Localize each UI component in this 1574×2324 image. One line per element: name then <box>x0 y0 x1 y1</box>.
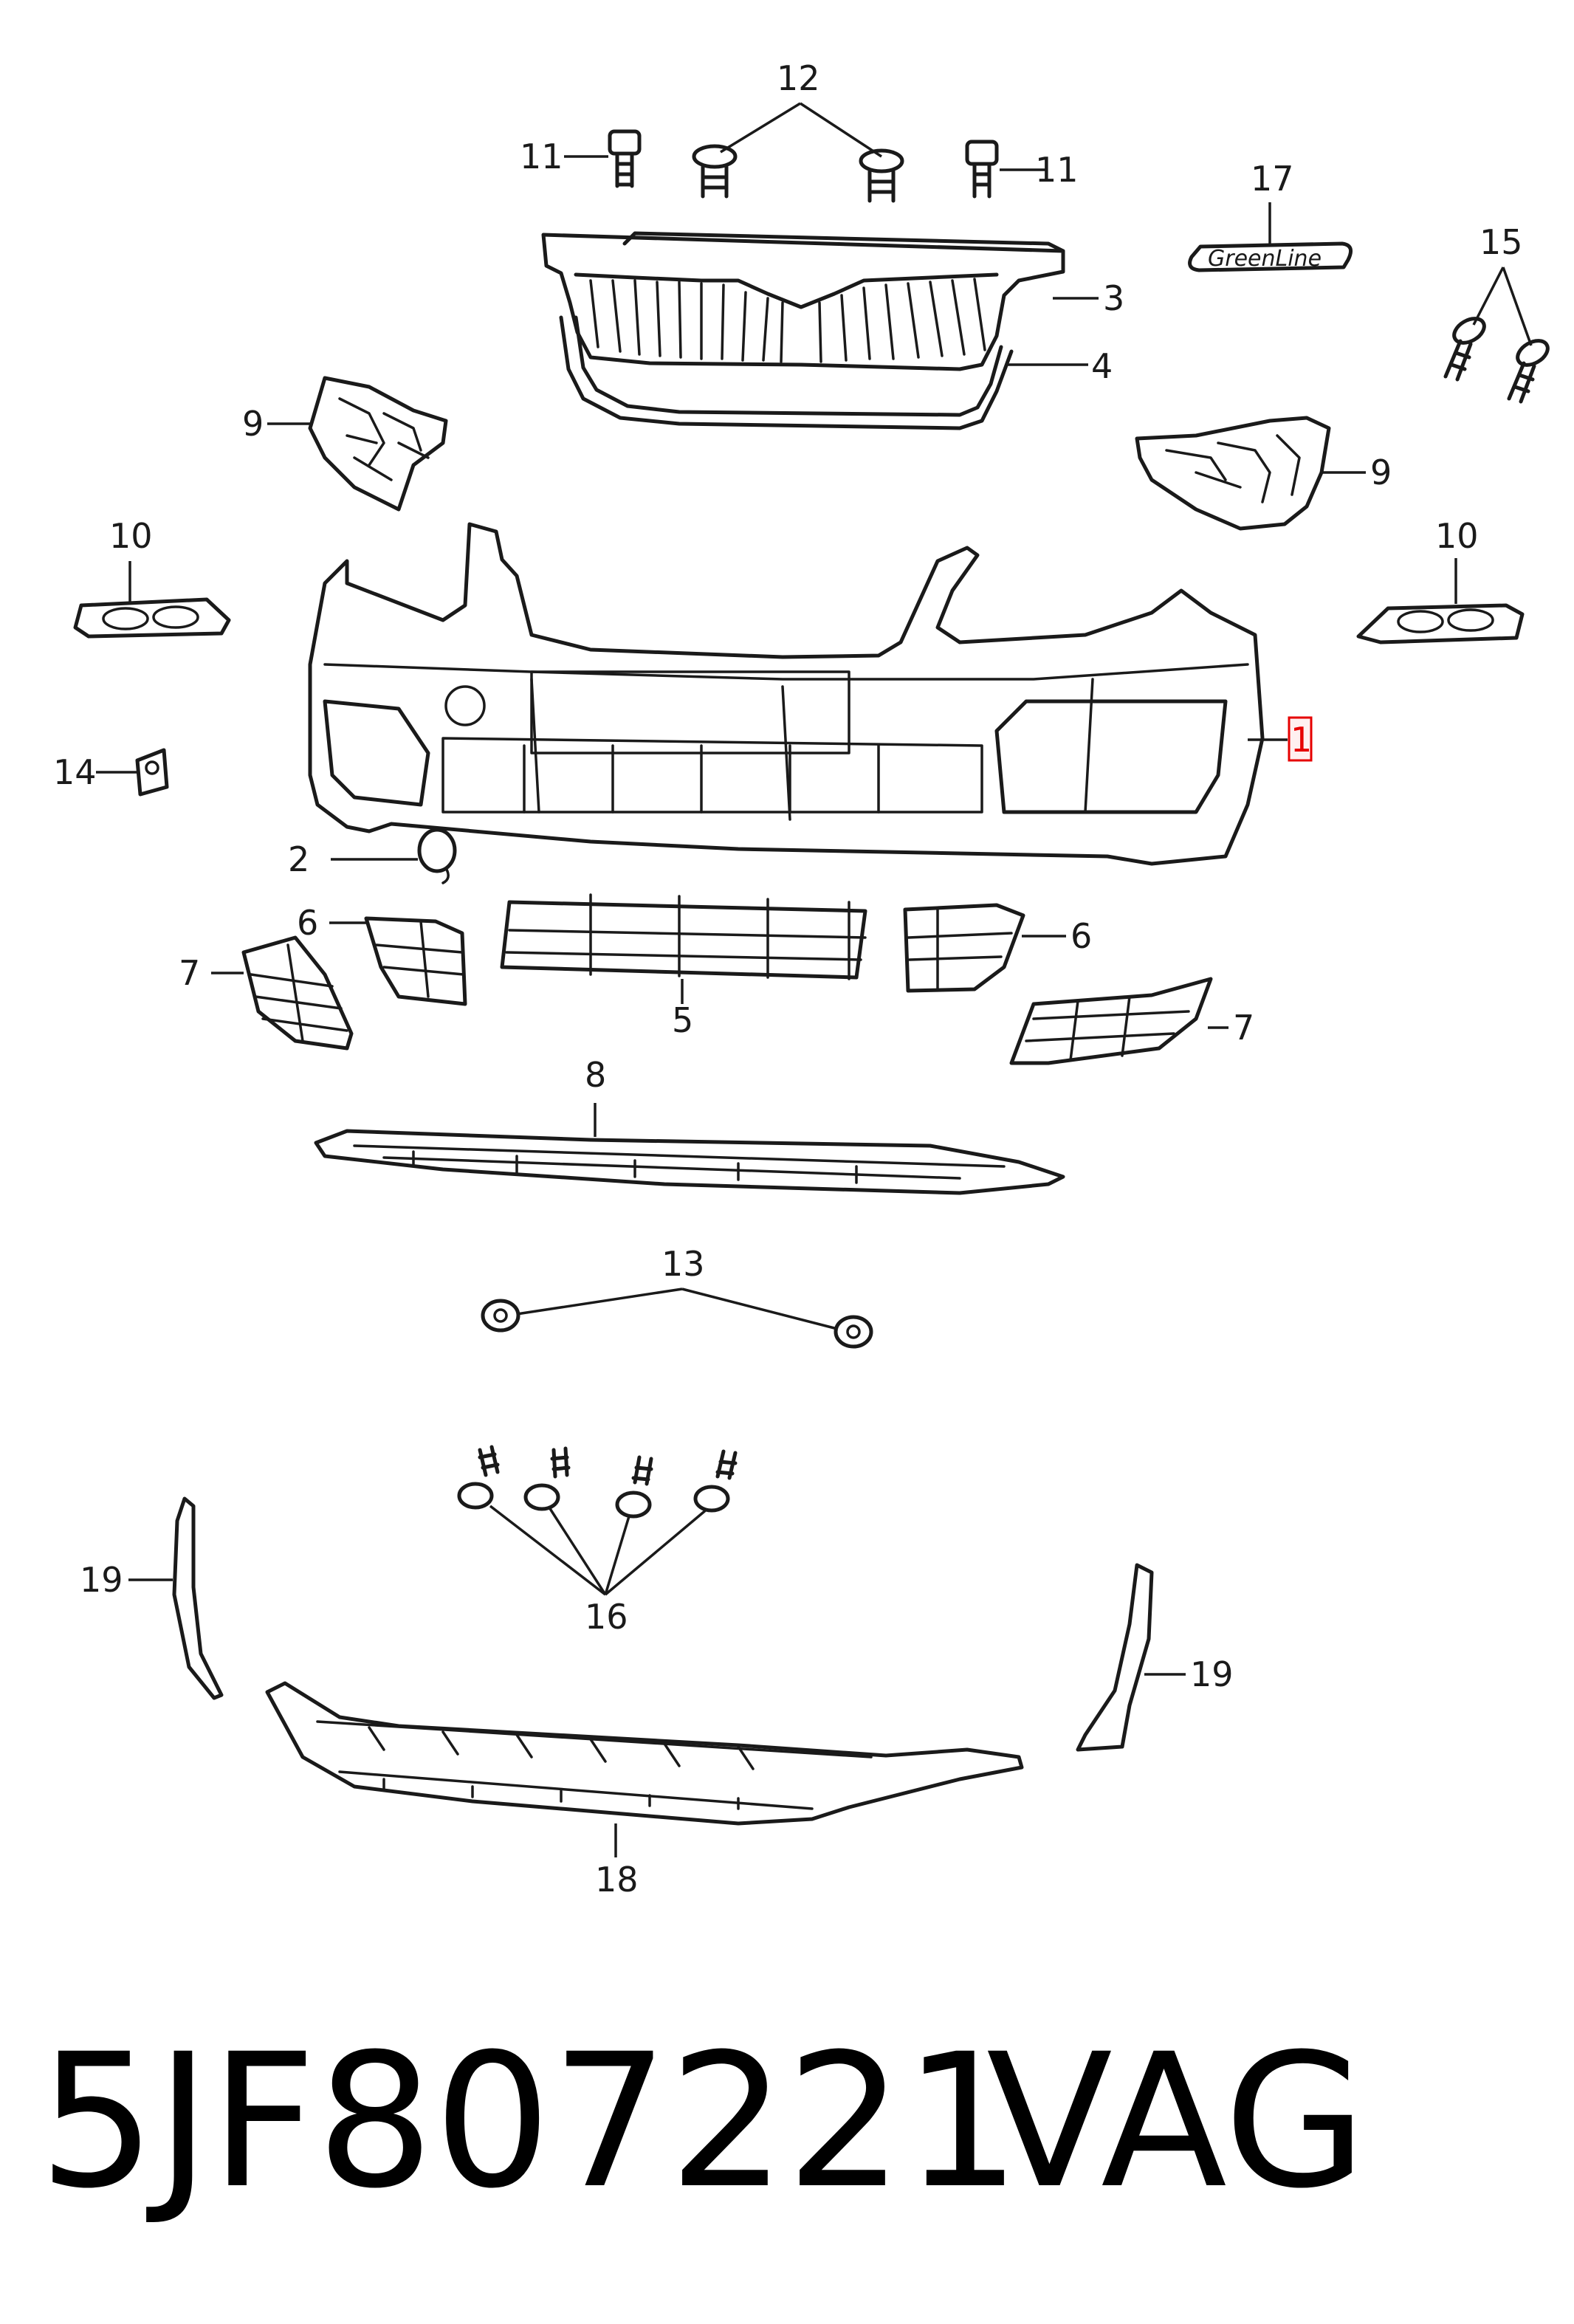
fog-bracket-10-right <box>1356 603 1525 644</box>
bumper-cover-1 <box>308 522 1265 866</box>
callout-16: 16 <box>585 1597 628 1637</box>
callout-18: 18 <box>595 1860 639 1900</box>
fog-grille-7-right <box>1009 977 1213 1065</box>
bolt-11-left <box>608 129 642 188</box>
side-grille-6-right <box>903 903 1025 993</box>
callout-11-left: 11 <box>520 137 563 176</box>
clip-13-right <box>834 1315 873 1349</box>
callout-10-left: 10 <box>109 516 153 556</box>
callout-10-right: 10 <box>1435 516 1479 556</box>
bolt-11-right <box>965 140 999 199</box>
lower-grille-5 <box>500 893 867 980</box>
callout-19-right: 19 <box>1190 1654 1234 1694</box>
fog-bracket-10-left <box>73 597 231 639</box>
callout-12: 12 <box>777 58 820 98</box>
callout-14: 14 <box>53 752 97 792</box>
screw-12-left <box>692 144 738 199</box>
screw-15-left <box>1443 317 1486 382</box>
badge-label: GreenLine <box>1208 246 1322 272</box>
callout-9-left: 9 <box>242 404 264 444</box>
screw-15-right <box>1507 339 1550 404</box>
screw-12-right <box>859 148 904 203</box>
screw-16-1 <box>457 1445 500 1510</box>
clip-14 <box>135 748 169 797</box>
callout-6-right: 6 <box>1070 916 1092 956</box>
callout-17: 17 <box>1251 159 1294 199</box>
lower-spoiler-18 <box>265 1681 1024 1826</box>
tow-cap-2 <box>417 828 457 884</box>
leader-lines <box>96 102 1533 1857</box>
callout-11-right: 11 <box>1035 150 1079 190</box>
side-grille-6-left <box>364 916 467 1006</box>
clip-13-left <box>481 1299 520 1333</box>
spoiler-8 <box>314 1129 1065 1195</box>
callout-8: 8 <box>585 1055 606 1095</box>
brand-label: VAG <box>986 2014 1367 2229</box>
callout-labels: 11 11 12 3 4 17 15 9 9 10 10 1 14 2 6 6 … <box>53 58 1523 1900</box>
callout-5: 5 <box>672 1000 693 1040</box>
grille-frame-4 <box>559 315 1014 430</box>
side-trim-19-left <box>172 1496 224 1700</box>
radiator-grille-3 <box>541 231 1065 371</box>
callout-15: 15 <box>1480 222 1523 262</box>
bracket-9-left <box>308 376 448 512</box>
callout-1-highlight-box <box>1288 716 1313 762</box>
callout-9-right: 9 <box>1370 453 1392 492</box>
callout-13: 13 <box>661 1244 705 1284</box>
callout-19-left: 19 <box>80 1560 123 1600</box>
side-trim-19-right <box>1076 1563 1154 1752</box>
part-number: 5JF807221 <box>38 2014 1021 2229</box>
screw-16-2 <box>523 1446 571 1511</box>
callout-7-right: 7 <box>1233 1008 1254 1048</box>
callout-3: 3 <box>1103 278 1124 318</box>
fog-grille-7-left <box>241 935 354 1051</box>
callout-2: 2 <box>288 839 309 879</box>
callout-4: 4 <box>1091 346 1113 386</box>
bracket-9-right <box>1135 416 1331 531</box>
screw-16-3 <box>615 1455 653 1519</box>
callout-7-left: 7 <box>179 953 200 993</box>
callout-1: 1 <box>1291 720 1312 760</box>
greenline-badge-17: GreenLine <box>1188 241 1353 272</box>
callout-6-left: 6 <box>297 903 318 943</box>
screw-16-4 <box>693 1449 738 1513</box>
